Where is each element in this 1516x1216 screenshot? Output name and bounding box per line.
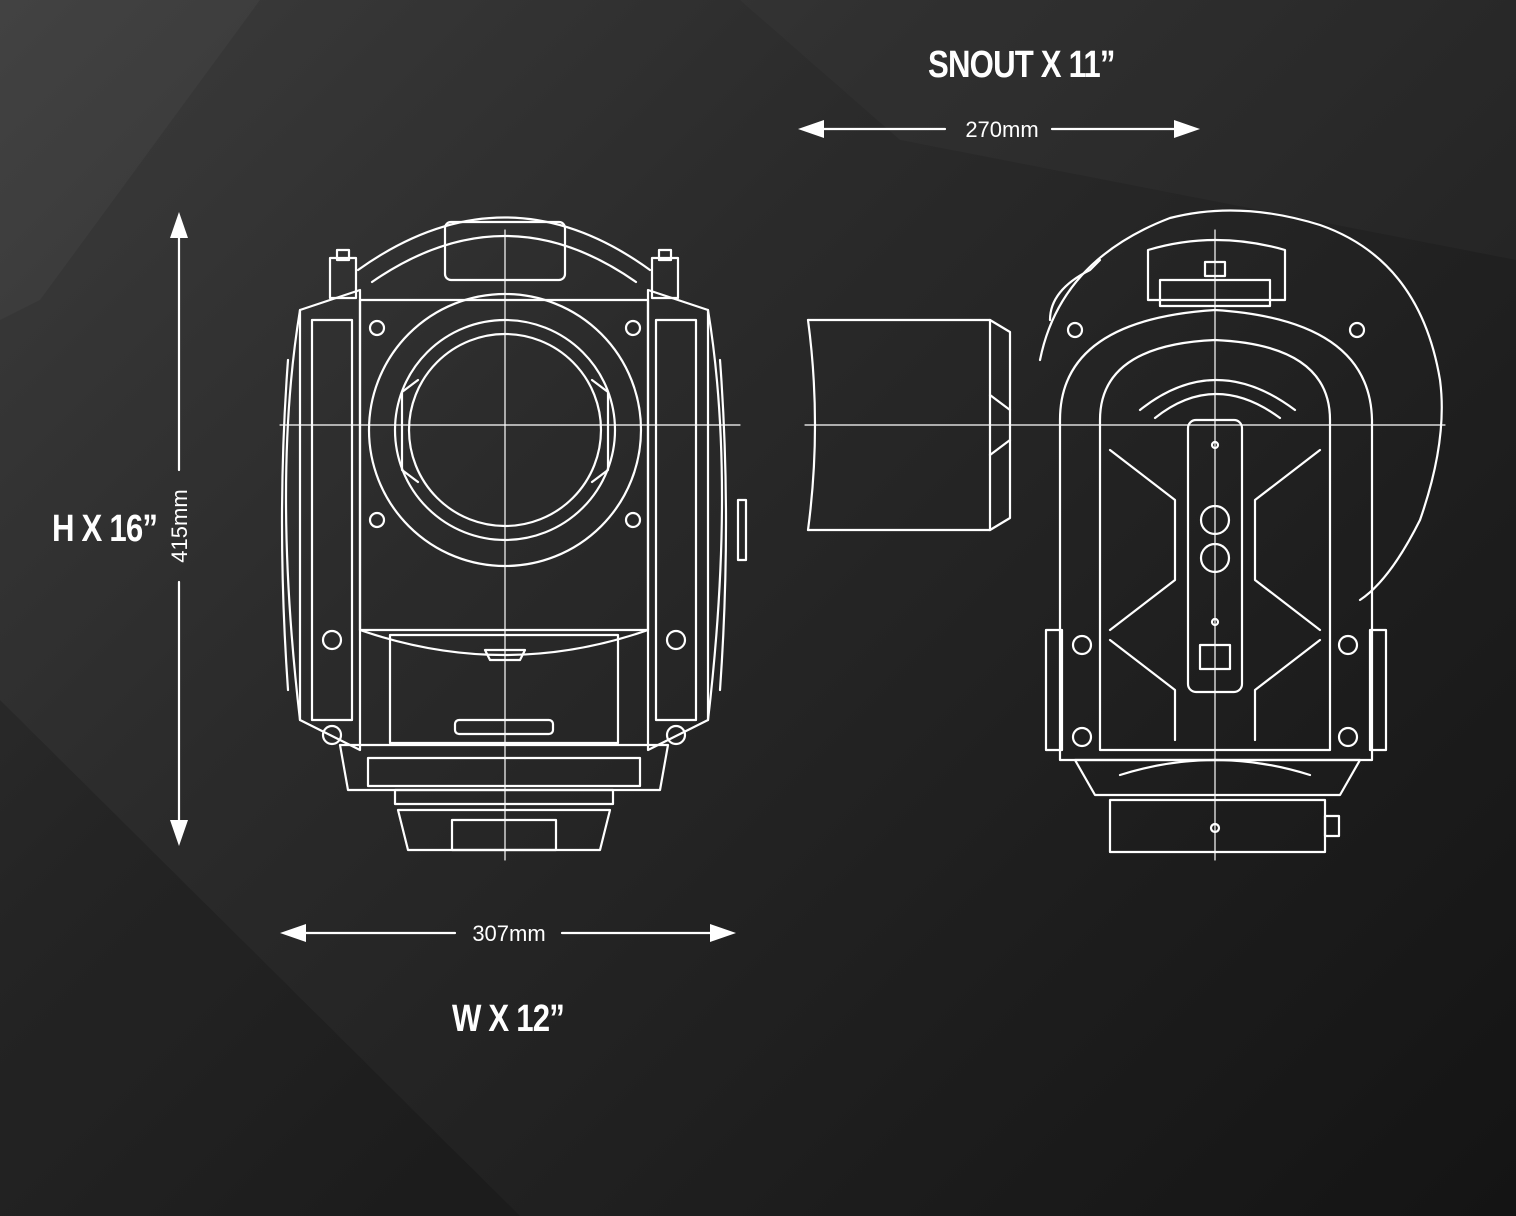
snout-dimension-arrow: 270mm: [798, 117, 1200, 142]
width-dimension-value: 307mm: [472, 921, 545, 946]
camera-side-view: [804, 209, 1446, 861]
width-dimension-arrow: 307mm: [280, 921, 736, 946]
height-dimension-value: 415mm: [167, 489, 192, 562]
camera-front-view: [279, 216, 748, 861]
height-dimension-arrow: 415mm: [167, 212, 192, 846]
height-label: H X 16”: [52, 508, 158, 550]
snout-dimension-value: 270mm: [965, 117, 1038, 142]
snout-label: SNOUT X 11”: [928, 44, 1115, 86]
width-label: W X 12”: [452, 998, 565, 1040]
